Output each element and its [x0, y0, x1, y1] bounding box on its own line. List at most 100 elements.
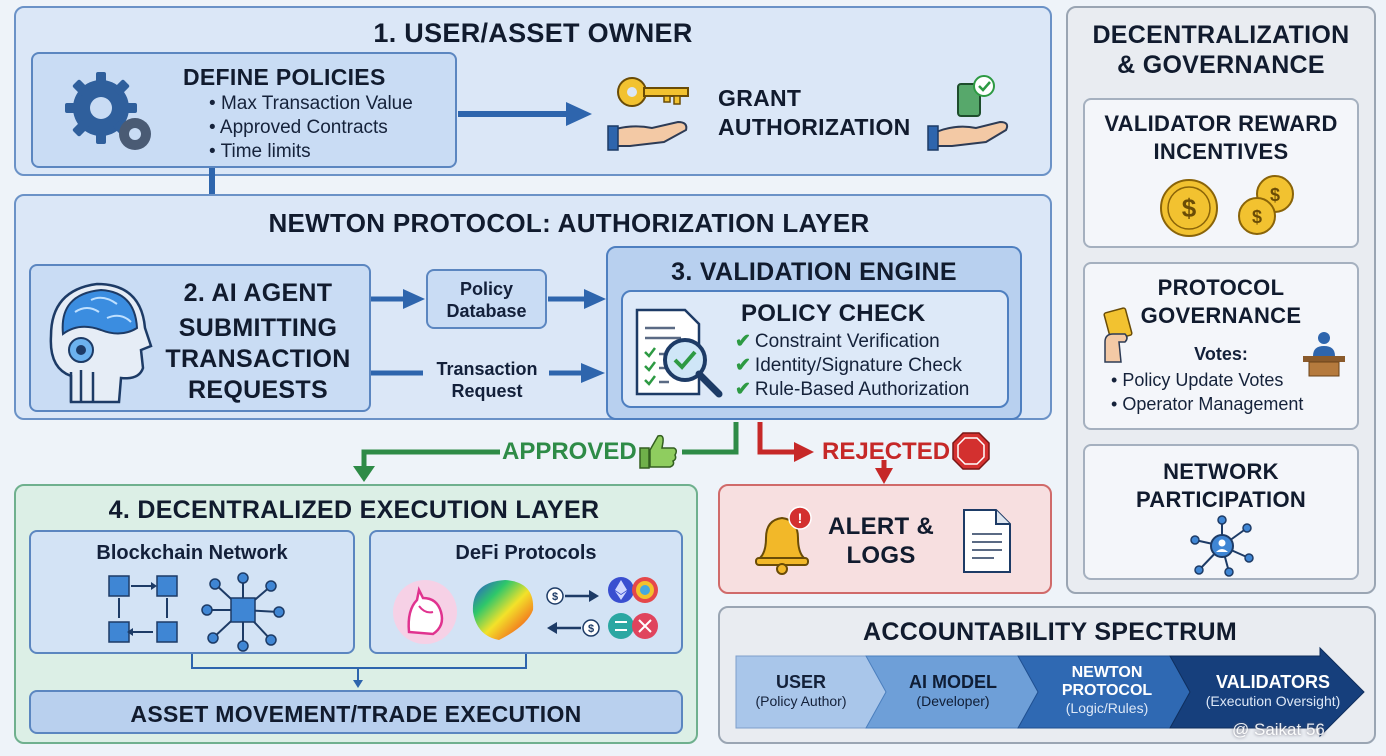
reward-line1: VALIDATOR REWARD: [1104, 111, 1338, 136]
blockchain-cubes-icon: [108, 575, 178, 643]
voting-hand-icon: [1103, 307, 1133, 363]
log-document-icon: [963, 509, 1011, 573]
policy-database-box: Policy Database: [426, 269, 547, 329]
coins-icon: $ $ $: [1160, 175, 1294, 237]
document-magnifier-icon: [635, 308, 723, 398]
agent-line4: REQUESTS: [188, 376, 328, 404]
reward-line2: INCENTIVES: [1153, 139, 1289, 164]
step-validators-label: VALIDATORS: [1215, 672, 1330, 692]
votes-label: Votes:: [1194, 344, 1248, 364]
votes-list: Policy Update Votes Operator Management: [1111, 368, 1303, 416]
gears-icon: [65, 72, 151, 150]
svg-text:$: $: [1270, 185, 1280, 205]
check-item: ✔Identity/Signature Check: [735, 354, 969, 378]
network-hub-icon: [1190, 515, 1254, 577]
grant-arrow: [458, 102, 592, 126]
svg-text:$: $: [552, 591, 558, 603]
bell-alert-icon: !: [755, 506, 812, 575]
stop-sign-icon: [952, 432, 990, 470]
accountability-title: ACCOUNTABILITY SPECTRUM: [862, 618, 1238, 646]
defi-protocols-box: DeFi Protocols $ $: [369, 530, 683, 654]
svg-text:!: !: [798, 510, 803, 526]
governance-title: DECENTRALIZATION & GOVERNANCE: [1068, 20, 1374, 80]
blockchain-network-box: Blockchain Network: [29, 530, 355, 654]
step-validators-sub: (Execution Oversight): [1205, 693, 1341, 709]
policy-item: Approved Contracts: [209, 116, 413, 140]
asset-movement-box: ASSET MOVEMENT/TRADE EXECUTION: [29, 690, 683, 734]
blockchain-network-label: Blockchain Network: [96, 542, 288, 564]
asset-movement-label: ASSET MOVEMENT/TRADE EXECUTION: [130, 701, 582, 727]
check-item: ✔Constraint Verification: [735, 330, 969, 354]
step-ai-model: AI MODEL (Developer): [890, 672, 1016, 709]
network-node-icon: [201, 572, 285, 652]
step-newton-sub: (Logic/Rules): [1065, 700, 1149, 716]
protocol-line2: GOVERNANCE: [1140, 303, 1302, 328]
policy-db-line2: Database: [446, 301, 527, 321]
execution-layer-title: 4. DECENTRALIZED EXECUTION LAYER: [108, 496, 600, 524]
define-policies-title: DEFINE POLICIES: [183, 64, 386, 90]
step-user-label: USER: [775, 672, 826, 692]
step-user-sub: (Policy Author): [755, 693, 847, 709]
rejected-label: REJECTED: [822, 438, 951, 465]
grant-title: GRANT AUTHORIZATION: [718, 84, 911, 142]
validator-reward-card: VALIDATOR REWARD INCENTIVES $ $ $: [1083, 98, 1359, 248]
alert-logs-title: ALERT & LOGS: [828, 512, 934, 570]
check-text: Constraint Verification: [754, 331, 940, 352]
svg-text:$: $: [1182, 193, 1197, 223]
tx-request-line1: Transaction: [436, 359, 538, 379]
thumbs-up-icon: [639, 434, 678, 469]
check-text: Identity/Signature Check: [754, 355, 962, 376]
step-newton: NEWTON PROTOCOL (Logic/Rules): [1044, 664, 1170, 716]
accountability-chevrons: [735, 646, 1365, 738]
policy-list: Max Transaction Value Approved Contracts…: [209, 92, 413, 164]
execution-connector: [191, 654, 527, 688]
svg-text:$: $: [1252, 207, 1262, 227]
agent-to-db-arrow: [371, 289, 425, 309]
protocol-line1: PROTOCOL: [1157, 275, 1285, 300]
user-owner-title: 1. USER/ASSET OWNER: [373, 18, 693, 48]
vote-item: Operator Management: [1111, 392, 1303, 416]
ai-agent-label: 2. AI AGENT SUBMITTING TRANSACTION REQUE…: [155, 278, 361, 406]
network-line1: NETWORK: [1163, 459, 1279, 484]
validation-engine-title: 3. VALIDATION ENGINE: [671, 258, 957, 286]
policy-check-list: ✔Constraint Verification ✔Identity/Signa…: [735, 330, 969, 402]
agent-to-engine-arrow: [371, 363, 605, 383]
approved-label: APPROVED: [502, 438, 637, 465]
grant-line1: GRANT: [718, 85, 802, 111]
approved-arrow: [353, 422, 739, 482]
unicorn-logo-icon: [393, 580, 457, 644]
policy-item: Time limits: [209, 140, 413, 164]
check-text: Rule-Based Authorization: [754, 379, 970, 400]
watermark: @ Saikat 56: [1232, 720, 1325, 739]
approval-hand-icon: [927, 75, 1009, 151]
agent-line2: SUBMITTING: [178, 314, 338, 342]
step-validators: VALIDATORS (Execution Oversight): [1192, 672, 1354, 709]
alert-logs-panel: ! ALERT & LOGS: [718, 484, 1052, 594]
grant-line2: AUTHORIZATION: [718, 114, 911, 140]
db-to-engine-arrow: [548, 289, 606, 309]
agent-line3: TRANSACTION: [165, 345, 351, 373]
svg-text:$: $: [588, 623, 594, 635]
policy-check-title: POLICY CHECK: [741, 300, 926, 327]
key-hand-icon: [607, 77, 689, 151]
podium-icon: [1303, 332, 1345, 377]
governance-line2: & GOVERNANCE: [1117, 51, 1325, 79]
check-item: ✔Rule-Based Authorization: [735, 378, 969, 402]
policy-item: Max Transaction Value: [209, 92, 413, 116]
agent-line1: 2. AI AGENT: [183, 279, 333, 307]
curve-logo-icon: [472, 580, 534, 640]
step-ai-sub: (Developer): [916, 693, 990, 709]
check-icon: ✔: [735, 331, 751, 352]
transaction-request-label: Transaction Request: [424, 358, 550, 402]
ai-agent-box: 2. AI AGENT SUBMITTING TRANSACTION REQUE…: [29, 264, 371, 412]
rejected-arrow: [757, 422, 893, 484]
step-ai-label: AI MODEL: [909, 672, 997, 692]
check-icon: ✔: [735, 355, 751, 376]
defi-protocols-label: DeFi Protocols: [455, 542, 597, 564]
policy-db-line1: Policy: [459, 279, 514, 299]
check-icon: ✔: [735, 379, 751, 400]
alert-line2: LOGS: [846, 542, 916, 569]
step-user: USER (Policy Author): [742, 672, 860, 709]
define-policies-box: DEFINE POLICIES Max Transaction Value Ap…: [31, 52, 457, 168]
vote-item: Policy Update Votes: [1111, 368, 1303, 392]
